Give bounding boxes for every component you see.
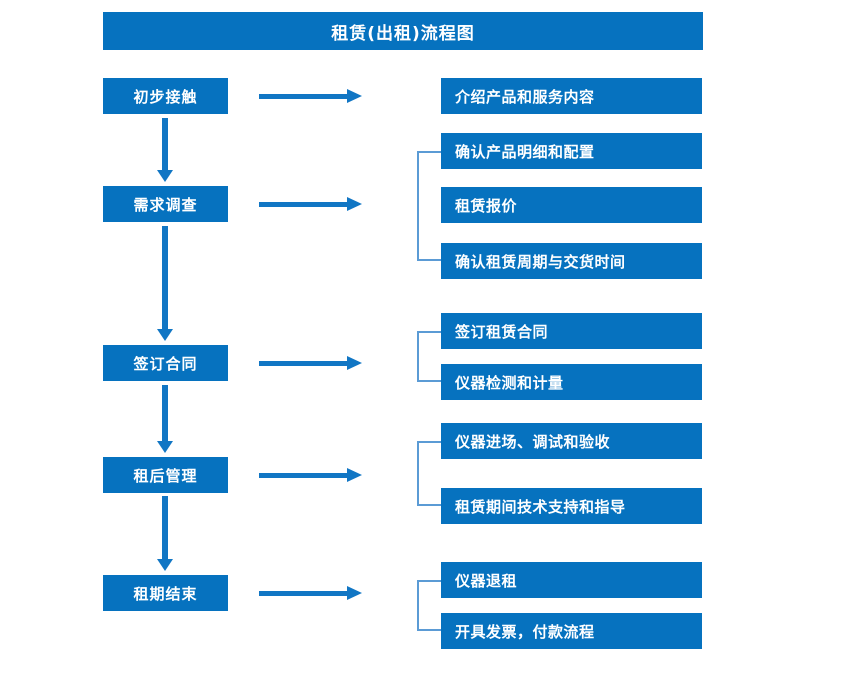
arrow-shaft	[259, 202, 349, 207]
arrow-shaft	[259, 94, 349, 99]
arrow-to-contract	[259, 356, 364, 370]
arrow-contract-to-post-rental	[157, 385, 173, 453]
arrow-post-rental-to-lease-end	[157, 496, 173, 571]
arrow-shaft	[259, 591, 349, 596]
arrow-shaft	[259, 361, 349, 366]
stage-box-lease-end[interactable]: 租期结束	[103, 575, 228, 611]
detail-box-confirm-product-spec[interactable]: 确认产品明细和配置	[441, 133, 702, 169]
detail-box-introduce-products[interactable]: 介绍产品和服务内容	[441, 78, 702, 114]
bracket-post-rental	[417, 441, 441, 506]
stage-box-sign-contract[interactable]: 签订合同	[103, 345, 228, 381]
detail-box-instrument-return[interactable]: 仪器退租	[441, 562, 702, 598]
stage-box-requirement-survey[interactable]: 需求调查	[103, 186, 228, 222]
arrow-shaft	[162, 226, 168, 329]
stage-box-initial-contact[interactable]: 初步接触	[103, 78, 228, 114]
arrow-head	[157, 329, 173, 341]
detail-box-instrument-delivery[interactable]: 仪器进场、调试和验收	[441, 423, 702, 459]
arrow-shaft	[259, 473, 349, 478]
arrow-head	[347, 356, 362, 370]
arrow-head	[347, 586, 362, 600]
detail-box-invoice-payment[interactable]: 开具发票，付款流程	[441, 613, 702, 649]
arrow-to-intro	[259, 89, 364, 103]
bracket-contract	[417, 331, 441, 382]
page-title: 租赁(出租)流程图	[103, 12, 703, 50]
arrow-head	[347, 197, 362, 211]
bracket-lease-end	[417, 580, 441, 631]
arrow-head	[347, 468, 362, 482]
detail-box-instrument-testing[interactable]: 仪器检测和计量	[441, 364, 702, 400]
detail-box-technical-support[interactable]: 租赁期间技术支持和指导	[441, 488, 702, 524]
arrow-contact-to-requirements	[157, 118, 173, 182]
arrow-to-requirements	[259, 197, 364, 211]
arrow-shaft	[162, 118, 168, 170]
arrow-head	[157, 441, 173, 453]
arrow-shaft	[162, 385, 168, 441]
arrow-to-lease-end	[259, 586, 364, 600]
detail-box-rental-quotation[interactable]: 租赁报价	[441, 187, 702, 223]
detail-box-sign-lease-contract[interactable]: 签订租赁合同	[441, 313, 702, 349]
stage-box-post-rental-mgmt[interactable]: 租后管理	[103, 457, 228, 493]
arrow-head	[347, 89, 362, 103]
arrow-to-post-rental	[259, 468, 364, 482]
bracket-requirements	[417, 151, 441, 261]
arrow-shaft	[162, 496, 168, 559]
detail-box-confirm-lease-period[interactable]: 确认租赁周期与交货时间	[441, 243, 702, 279]
arrow-requirements-to-contract	[157, 226, 173, 341]
arrow-head	[157, 170, 173, 182]
arrow-head	[157, 559, 173, 571]
